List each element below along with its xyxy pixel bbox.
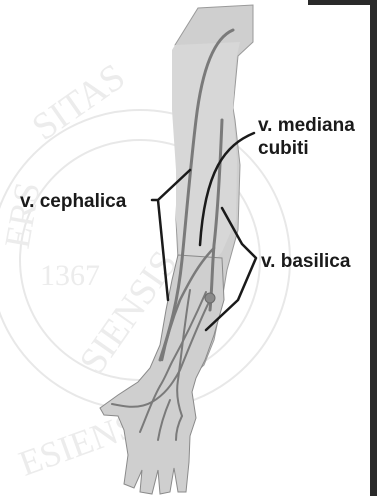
svg-text:SITAS: SITAS — [25, 56, 133, 149]
vein-junction-marker — [205, 293, 215, 303]
label-mediana-line2: cubiti — [258, 138, 309, 160]
upper-arm — [172, 42, 240, 262]
label-basilica: v. basilica — [261, 251, 350, 273]
label-mediana-line1: v. mediana — [258, 115, 355, 137]
label-cephalica: v. cephalica — [20, 191, 126, 213]
svg-text:1367: 1367 — [40, 259, 100, 292]
